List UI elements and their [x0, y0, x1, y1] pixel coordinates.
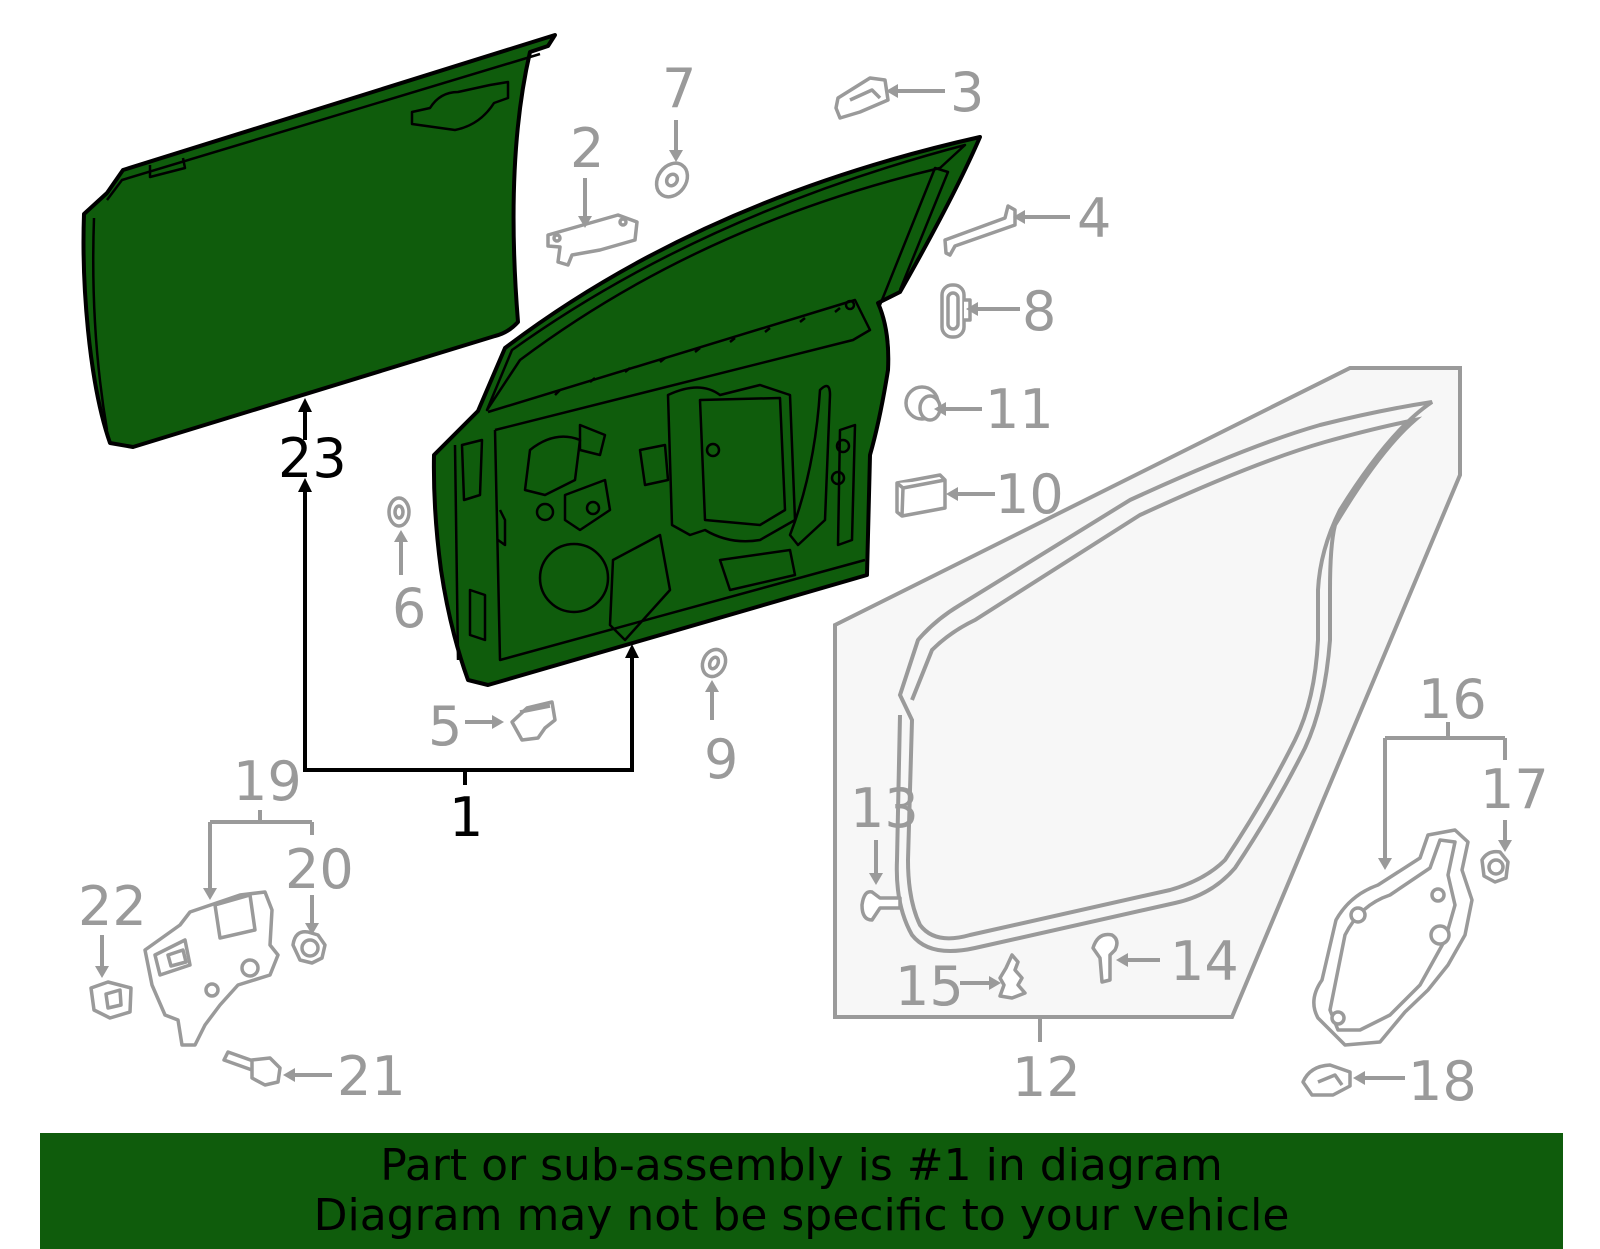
clip-part-18[interactable] — [1301, 1063, 1352, 1097]
nut-part-22[interactable] — [89, 980, 133, 1020]
clip-part-15[interactable] — [998, 953, 1027, 1000]
main-leader-lines — [298, 398, 639, 785]
callout-22[interactable]: 22 — [78, 875, 147, 938]
grey-arrowheads — [95, 84, 1512, 1085]
disclaimer-line-2: Diagram may not be specific to your vehi… — [313, 1190, 1290, 1241]
grey-leader-lines — [100, 89, 1507, 1080]
lock-assembly-19[interactable] — [143, 890, 280, 1047]
callout-15[interactable]: 15 — [895, 955, 964, 1018]
callout-8[interactable]: 8 — [1022, 280, 1056, 343]
callout-7[interactable]: 7 — [662, 57, 696, 120]
callout-1[interactable]: 1 — [449, 786, 483, 849]
bolt-part-21[interactable] — [222, 1050, 282, 1087]
callout-2[interactable]: 2 — [570, 117, 604, 180]
callout-12[interactable]: 12 — [1012, 1046, 1081, 1109]
clip-part-17[interactable] — [1480, 849, 1510, 884]
callout-16[interactable]: 16 — [1418, 668, 1487, 731]
latch-assembly-16[interactable] — [1312, 828, 1474, 1047]
callout-18[interactable]: 18 — [1408, 1050, 1477, 1113]
callout-labels: 1 2 3 4 5 6 7 8 9 10 11 12 13 14 15 16 1… — [78, 57, 1549, 1113]
clip-part-5[interactable] — [510, 700, 557, 742]
washer-part-9[interactable] — [698, 646, 730, 681]
callout-23[interactable]: 23 — [278, 427, 347, 490]
weatherstrip-panel — [833, 366, 1462, 1019]
clip-part-20[interactable] — [291, 930, 327, 965]
callout-20[interactable]: 20 — [285, 838, 354, 901]
grommet-part-8[interactable] — [940, 283, 972, 339]
outer-door-skin[interactable] — [81, 33, 557, 449]
washer-part-7[interactable] — [650, 157, 694, 203]
plug-part-11[interactable] — [904, 385, 942, 422]
callout-9[interactable]: 9 — [704, 728, 738, 791]
bracket-part-4[interactable] — [943, 204, 1017, 257]
callout-17[interactable]: 17 — [1480, 758, 1549, 821]
disclaimer-banner: Part or sub-assembly is #1 in diagram Di… — [40, 1133, 1563, 1249]
callout-11[interactable]: 11 — [985, 378, 1054, 441]
callout-21[interactable]: 21 — [337, 1045, 406, 1108]
pad-part-10[interactable] — [895, 473, 947, 518]
bracket-part-2[interactable] — [546, 213, 639, 267]
clip-part-14[interactable] — [1091, 932, 1119, 984]
callout-14[interactable]: 14 — [1170, 930, 1239, 993]
callout-13[interactable]: 13 — [850, 777, 919, 840]
callout-4[interactable]: 4 — [1077, 187, 1111, 250]
callout-3[interactable]: 3 — [950, 61, 984, 124]
clip-part-3[interactable] — [834, 76, 890, 120]
door-weatherstrip[interactable] — [894, 400, 1434, 953]
disclaimer-line-1: Part or sub-assembly is #1 in diagram — [380, 1140, 1223, 1191]
callout-10[interactable]: 10 — [995, 463, 1064, 526]
callout-19[interactable]: 19 — [233, 750, 302, 813]
callout-5[interactable]: 5 — [428, 695, 462, 758]
door-shell[interactable] — [431, 135, 982, 687]
clip-part-13[interactable] — [860, 890, 902, 922]
callout-6[interactable]: 6 — [392, 577, 426, 640]
washer-part-6[interactable] — [387, 496, 411, 528]
